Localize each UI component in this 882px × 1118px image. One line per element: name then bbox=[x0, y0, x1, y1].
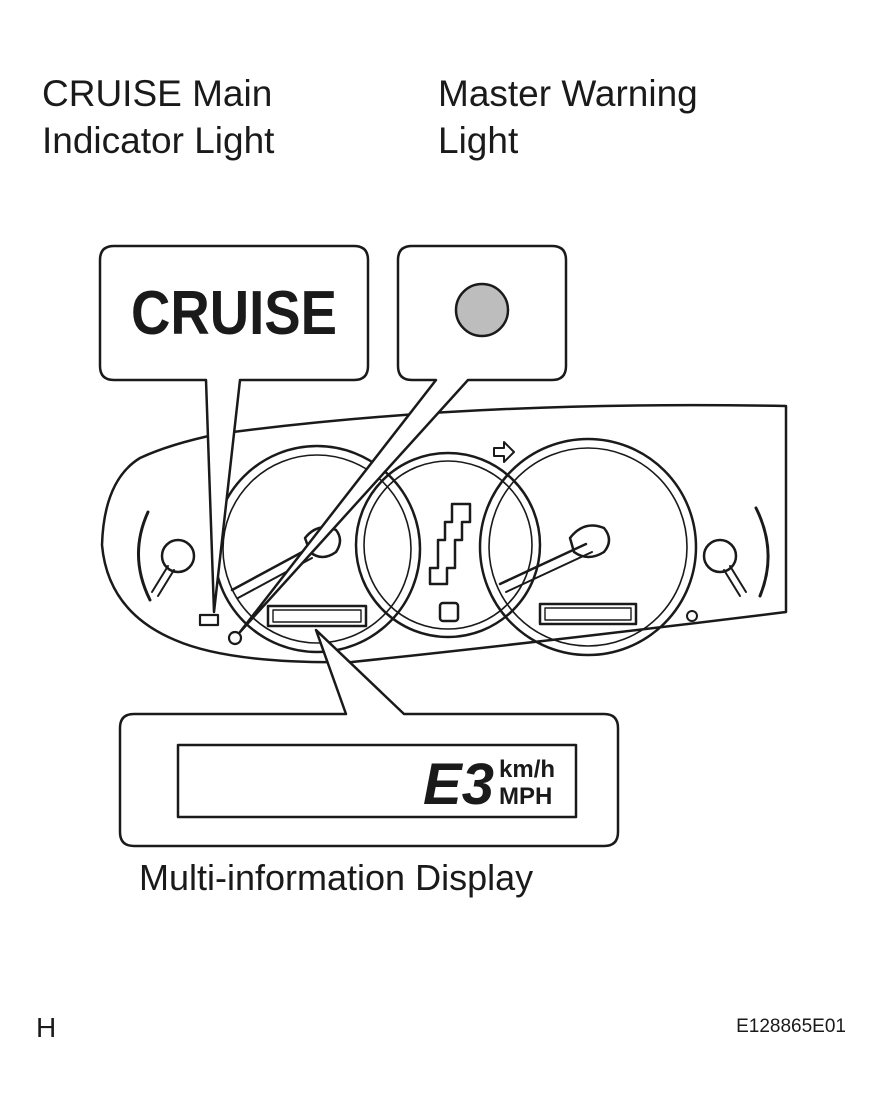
master-warning-label-line2: Light bbox=[438, 120, 519, 161]
shift-gate-icon bbox=[428, 502, 472, 586]
left-small-gauge bbox=[137, 510, 196, 602]
right-indicator-hole bbox=[686, 610, 698, 622]
cruise-main-label-line2: Indicator Light bbox=[42, 120, 275, 161]
lcd-error-code: E3 bbox=[423, 752, 494, 817]
lcd-unit-mph: MPH bbox=[499, 783, 552, 810]
multi-info-callout-box bbox=[118, 628, 620, 848]
master-warning-lamp bbox=[227, 630, 243, 646]
master-warning-light-label: Master Warning Light bbox=[438, 70, 698, 164]
cruise-callout-box bbox=[98, 244, 370, 614]
multi-information-display-label: Multi-information Display bbox=[139, 857, 534, 898]
cruise-callout-text: CRUISE bbox=[131, 279, 337, 348]
lcd-window bbox=[176, 743, 578, 819]
warning-lamp-icon bbox=[454, 282, 510, 338]
left-gauge bbox=[212, 444, 422, 654]
shift-lamp bbox=[438, 601, 460, 623]
cruise-indicator-lamp bbox=[198, 613, 220, 627]
center-shift-gauge bbox=[354, 451, 542, 639]
shift-up-arrow-icon bbox=[493, 441, 515, 463]
master-warning-callout-box bbox=[238, 244, 568, 634]
right-gauge bbox=[478, 437, 698, 657]
right-small-gauge bbox=[702, 506, 770, 598]
cruise-main-indicator-label: CRUISE Main Indicator Light bbox=[42, 70, 274, 164]
lcd-unit-kmh: km/h bbox=[499, 756, 555, 783]
page-code: H bbox=[36, 1012, 57, 1043]
right-gauge-hub bbox=[568, 524, 611, 559]
figure-id: E128865E01 bbox=[736, 1016, 846, 1037]
master-warning-label-line1: Master Warning bbox=[438, 73, 698, 114]
cruise-main-label-line1: CRUISE Main bbox=[42, 73, 273, 114]
